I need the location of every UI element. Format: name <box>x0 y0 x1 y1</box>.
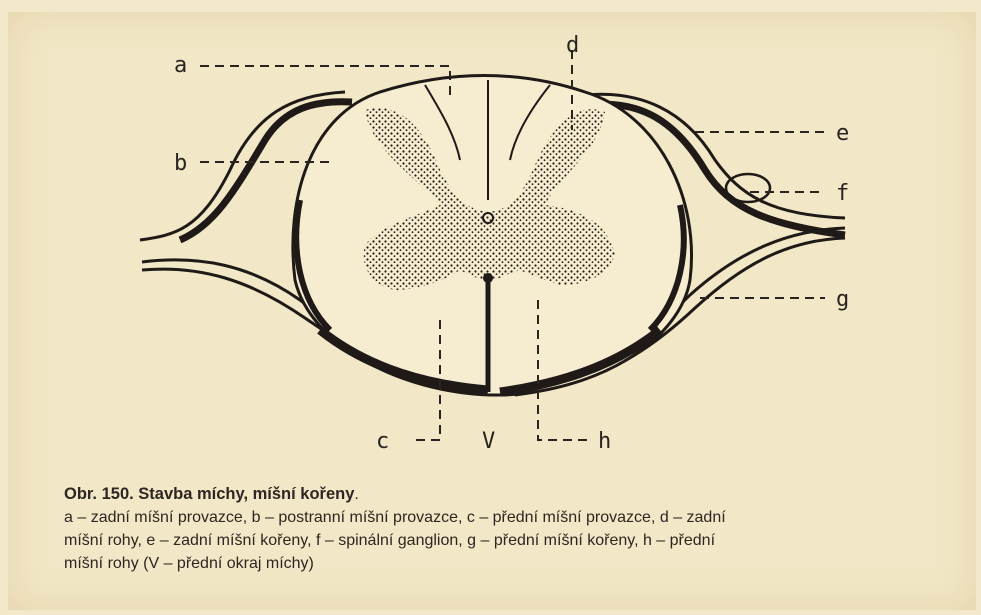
spinal-ganglion <box>726 174 770 202</box>
fissure-top <box>483 273 493 283</box>
label-b: b <box>174 151 187 176</box>
figure-caption: Obr. 150. Stavba míchy, míšní kořeny. a … <box>64 483 944 575</box>
caption-title-period: . <box>354 486 358 503</box>
caption-line-1: a – zadní míšní provazce, b – postranní … <box>64 506 944 529</box>
caption-title: Obr. 150. Stavba míchy, míšní kořeny <box>64 485 354 503</box>
label-a: a <box>174 53 187 78</box>
caption-line-3: míšní rohy (V – přední okraj míchy) <box>64 552 944 575</box>
caption-line-2: míšní rohy, e – zadní míšní kořeny, f – … <box>64 529 944 552</box>
label-d: d <box>566 33 579 58</box>
label-e: e <box>836 121 849 146</box>
label-c: c <box>376 429 389 454</box>
label-v: V <box>482 429 495 454</box>
label-g: g <box>836 287 849 312</box>
label-f: f <box>836 181 849 206</box>
caption-title-line: Obr. 150. Stavba míchy, míšní kořeny. <box>64 483 944 506</box>
spinal-cord-diagram: a b c d e f g h V <box>0 0 981 470</box>
label-h: h <box>598 429 611 454</box>
